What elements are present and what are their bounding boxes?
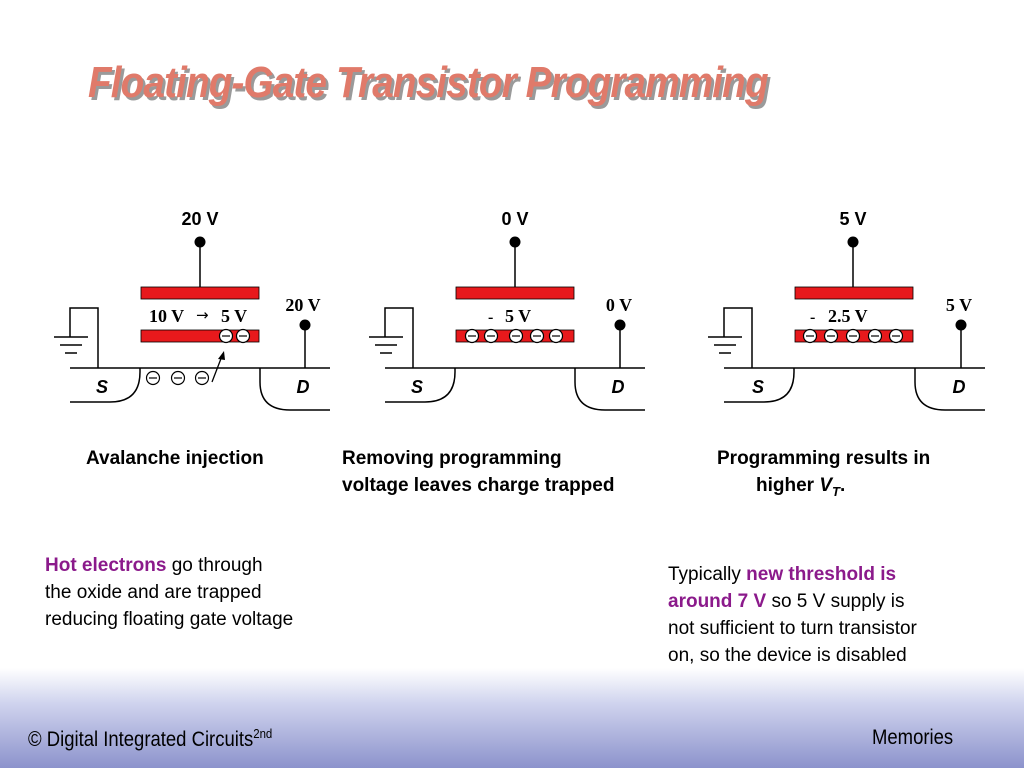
panel-2-drain-label: D [612, 377, 625, 397]
panel-3-fg-sign: - [810, 309, 815, 326]
electron-icon [888, 328, 904, 344]
ground-icon [369, 307, 414, 368]
panel-2-caption-line1: Removing programming [342, 448, 562, 469]
ground-icon [54, 307, 99, 368]
note-right-line4: on, so the device is disabled [668, 645, 907, 666]
panel-1-fg-voltage-from: 10 V [149, 306, 184, 326]
panel-3-caption-sub: T [832, 483, 840, 499]
note-left: Hot electrons go through the oxide and a… [45, 552, 293, 633]
panel-2-caption: Removing programming voltage leaves char… [342, 445, 614, 499]
injection-arrow-icon [211, 355, 223, 383]
footer-band [0, 668, 1024, 768]
note-left-rest1: go through [166, 555, 263, 576]
panel-1-drain-voltage: 20 V [285, 295, 320, 315]
panel-1-drain-label: D [297, 377, 310, 397]
slide-title: Floating-Gate Transistor Programming [88, 58, 769, 107]
electron-icon [483, 328, 499, 344]
footer-right: Memories [872, 726, 953, 750]
panel-3-drain-voltage: 5 V [946, 295, 972, 315]
electron-icon [508, 328, 524, 344]
panel-3-fg-voltage: 2.5 V [828, 306, 868, 326]
note-left-line2: the oxide and are trapped [45, 582, 262, 603]
panel-1-caption: Avalanche injection [86, 445, 264, 472]
panel-3-caption-period: . [839, 475, 846, 496]
panel-1-arrow: → [196, 306, 209, 324]
panel-1-fg-voltage-to: 5 V [221, 306, 247, 326]
ground-icon [708, 307, 753, 368]
footer-left: © Digital Integrated Circuits2nd [28, 726, 272, 752]
note-right-highlight1: new threshold is [746, 564, 897, 585]
electron-icon [548, 328, 564, 344]
electron-icon [464, 328, 480, 344]
note-right-highlight2: around 7 V [668, 591, 767, 612]
electron-icon [529, 328, 545, 344]
panel-3-caption-higher: higher [756, 475, 815, 496]
panel-2-gate-voltage: 0 V [501, 209, 528, 229]
footer-section-title: Memories [872, 726, 954, 749]
panel-1: 20 V 10 V → 5 V 20 V S D [54, 209, 330, 411]
electron-icon [235, 328, 251, 344]
panel-1-caption-text: Avalanche injection [86, 448, 264, 469]
panel-3-caption-v: V [819, 475, 833, 496]
panel-3-source-label: S [752, 377, 764, 397]
note-right-rest2: so 5 V supply is [766, 591, 905, 612]
electron-icon [170, 370, 186, 386]
panel-2-drain-voltage: 0 V [606, 295, 632, 315]
note-right: Typically new threshold is around 7 V so… [668, 561, 917, 669]
note-left-line3: reducing floating gate voltage [45, 609, 294, 630]
panel-1-source-label: S [96, 377, 108, 397]
panel-2-fg-voltage: 5 V [505, 306, 531, 326]
transistor-diagrams: 20 V 10 V → 5 V 20 V S D 0 V [54, 209, 985, 411]
panel-2-source-label: S [411, 377, 423, 397]
footer-edition: 2nd [253, 726, 273, 741]
electron-icon [145, 370, 161, 386]
note-left-highlight: Hot electrons [45, 555, 167, 576]
electron-icon [194, 370, 210, 386]
panel-3-caption: Programming results in higher VT. [717, 445, 930, 505]
panel-2-caption-line2: voltage leaves charge trapped [342, 475, 615, 496]
panel-3-drain-label: D [953, 377, 966, 397]
panel-3-gate-voltage: 5 V [839, 209, 866, 229]
note-right-pre: Typically [668, 564, 747, 585]
panel-2-control-gate [455, 286, 575, 300]
panel-1-gate-voltage: 20 V [181, 209, 218, 229]
panel-1-control-gate [140, 286, 260, 300]
electron-icon [218, 328, 234, 344]
footer-copyright: © Digital Integrated Circuits [28, 728, 254, 751]
panel-2-fg-sign: - [488, 309, 493, 326]
electron-icon [867, 328, 883, 344]
panel-3-control-gate [794, 286, 914, 300]
panel-3: 5 V - 2.5 V 5 V S D [708, 209, 985, 411]
panel-3-caption-line1: Programming results in [717, 448, 931, 469]
electron-icon [823, 328, 839, 344]
panel-3-caption-line2: higher VT. [717, 472, 930, 505]
panel-2: 0 V - 5 V 0 V S D [369, 209, 645, 411]
note-right-line3: not sufficient to turn transistor [668, 618, 917, 639]
electron-icon [845, 328, 861, 344]
electron-icon [802, 328, 818, 344]
